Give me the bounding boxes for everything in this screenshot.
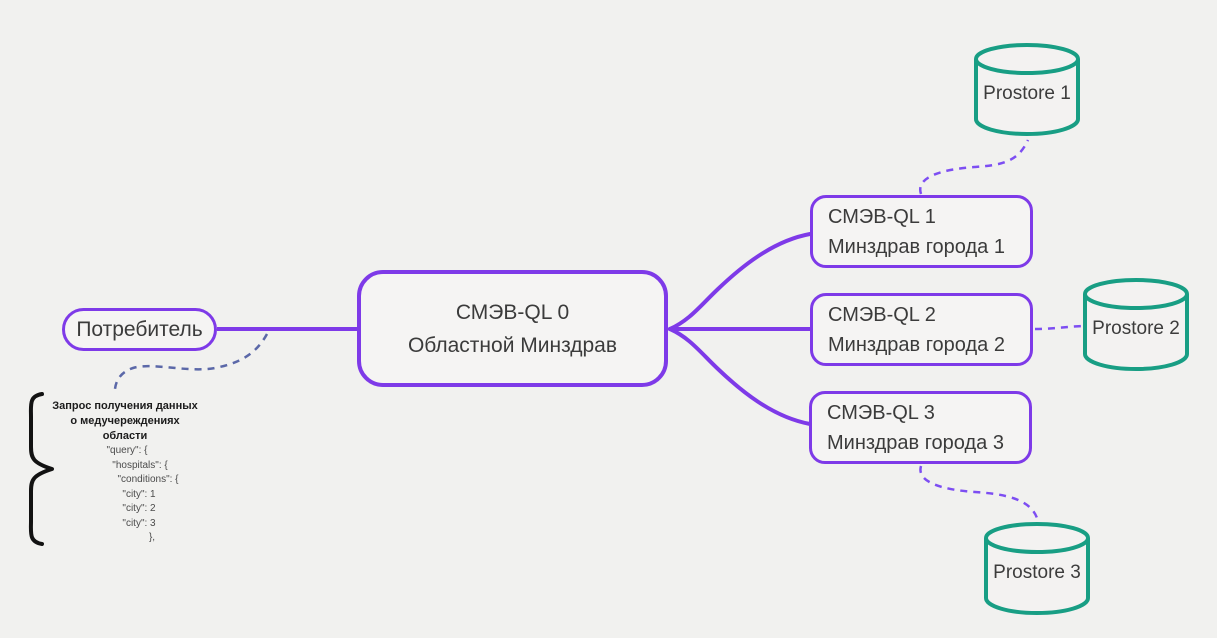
node-city-3-title: СМЭВ-QL 3 xyxy=(827,401,935,424)
annotation-code-line: }, xyxy=(148,532,156,543)
annotation-code-line: "city": 2 xyxy=(122,503,156,514)
datastore-prostore-1-label: Prostore 1 xyxy=(983,82,1071,104)
node-central-title: СМЭВ-QL 0 xyxy=(455,300,570,324)
annotation-title-line: о медучереждениях xyxy=(70,415,180,427)
datastore-prostore-3: Prostore 3 xyxy=(983,521,1091,617)
datastore-prostore-2: Prostore 2 xyxy=(1082,277,1190,373)
node-consumer: Потребитель xyxy=(62,308,217,351)
node-city-2-title: СМЭВ-QL 2 xyxy=(828,303,936,326)
node-city-1: СМЭВ-QL 1 Минздрав города 1 xyxy=(810,195,1033,268)
annotation-title-line: Запрос получения данных xyxy=(52,400,198,412)
edge-city1-to-prostore1 xyxy=(919,139,1030,195)
database-cylinder-icon xyxy=(1083,278,1189,371)
annotation-code-line: "city": 3 xyxy=(122,517,156,529)
edge-line-to-annotation xyxy=(113,333,269,390)
edge-city2-to-prostore2 xyxy=(1034,324,1083,331)
annotation-code-block: "query": { "hospitals": { "conditions": … xyxy=(50,444,200,546)
annotation-code-line: "city": 1 xyxy=(122,488,156,500)
node-city-2: СМЭВ-QL 2 Минздрав города 2 xyxy=(810,293,1033,366)
node-city-3-subtitle: Минздрав города 3 xyxy=(827,431,1004,454)
annotation-code-line: "conditions": { xyxy=(117,474,179,485)
annotation-brace-icon xyxy=(28,392,54,546)
node-city-2-subtitle: Минздрав города 2 xyxy=(828,333,1005,356)
node-city-1-title: СМЭВ-QL 1 xyxy=(828,205,936,228)
datastore-prostore-2-label: Prostore 2 xyxy=(1092,317,1180,339)
edge-city3-to-prostore3 xyxy=(919,465,1039,519)
node-city-3: СМЭВ-QL 3 Минздрав города 3 xyxy=(809,391,1032,464)
annotation-code-line: "query": { xyxy=(106,445,148,456)
database-cylinder-icon xyxy=(974,43,1080,136)
annotation-code-line: "hospitals": { xyxy=(112,459,168,471)
edge-central-to-city3 xyxy=(668,327,812,426)
datastore-prostore-3-label: Prostore 3 xyxy=(993,561,1081,583)
node-central-subtitle: Областной Минздрав xyxy=(407,333,618,357)
node-central: СМЭВ-QL 0 Областной Минздрав xyxy=(357,270,668,387)
annotation-request-note: Запрос получения данных о медучереждения… xyxy=(50,399,200,546)
datastore-prostore-1: Prostore 1 xyxy=(973,42,1081,138)
annotation-title-line: области xyxy=(102,430,148,442)
database-cylinder-icon xyxy=(984,522,1090,615)
node-consumer-label: Потребитель xyxy=(76,317,203,341)
annotation-title: Запрос получения данных о медучереждения… xyxy=(50,399,200,444)
edge-central-to-city1 xyxy=(668,232,812,331)
node-city-1-subtitle: Минздрав города 1 xyxy=(828,235,1005,258)
